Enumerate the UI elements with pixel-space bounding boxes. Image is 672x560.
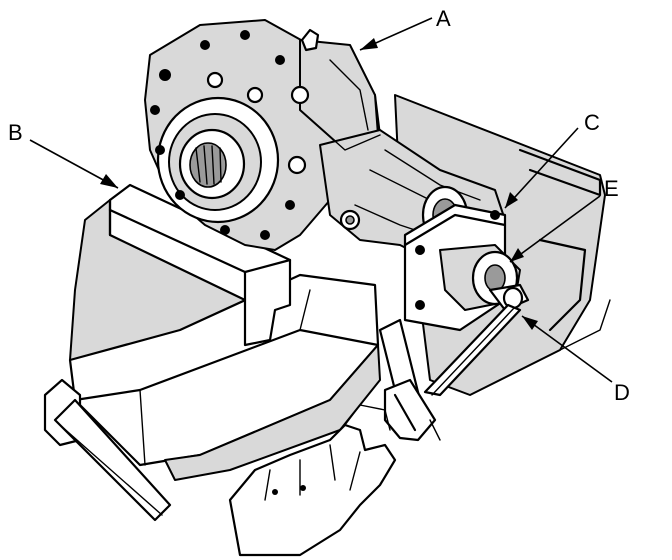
callout-e: E xyxy=(604,176,619,201)
wrench xyxy=(378,318,441,442)
arrowhead-c xyxy=(505,192,518,208)
arrowhead-a xyxy=(360,38,378,50)
leader-c xyxy=(504,127,579,209)
arrowhead-e xyxy=(510,248,524,262)
vise-handle xyxy=(43,378,172,522)
transfer-housing xyxy=(144,19,506,266)
callout-b: B xyxy=(8,120,23,145)
callout-a: A xyxy=(436,6,451,31)
arrowhead-d xyxy=(522,316,538,330)
callout-c: C xyxy=(584,110,600,135)
callout-d: D xyxy=(614,380,630,405)
arrowhead-b xyxy=(100,174,118,188)
leader-e xyxy=(509,195,601,263)
leader-d xyxy=(521,315,613,383)
puller-shaft xyxy=(423,283,530,397)
hand xyxy=(228,404,397,557)
leader-lines xyxy=(29,17,613,383)
